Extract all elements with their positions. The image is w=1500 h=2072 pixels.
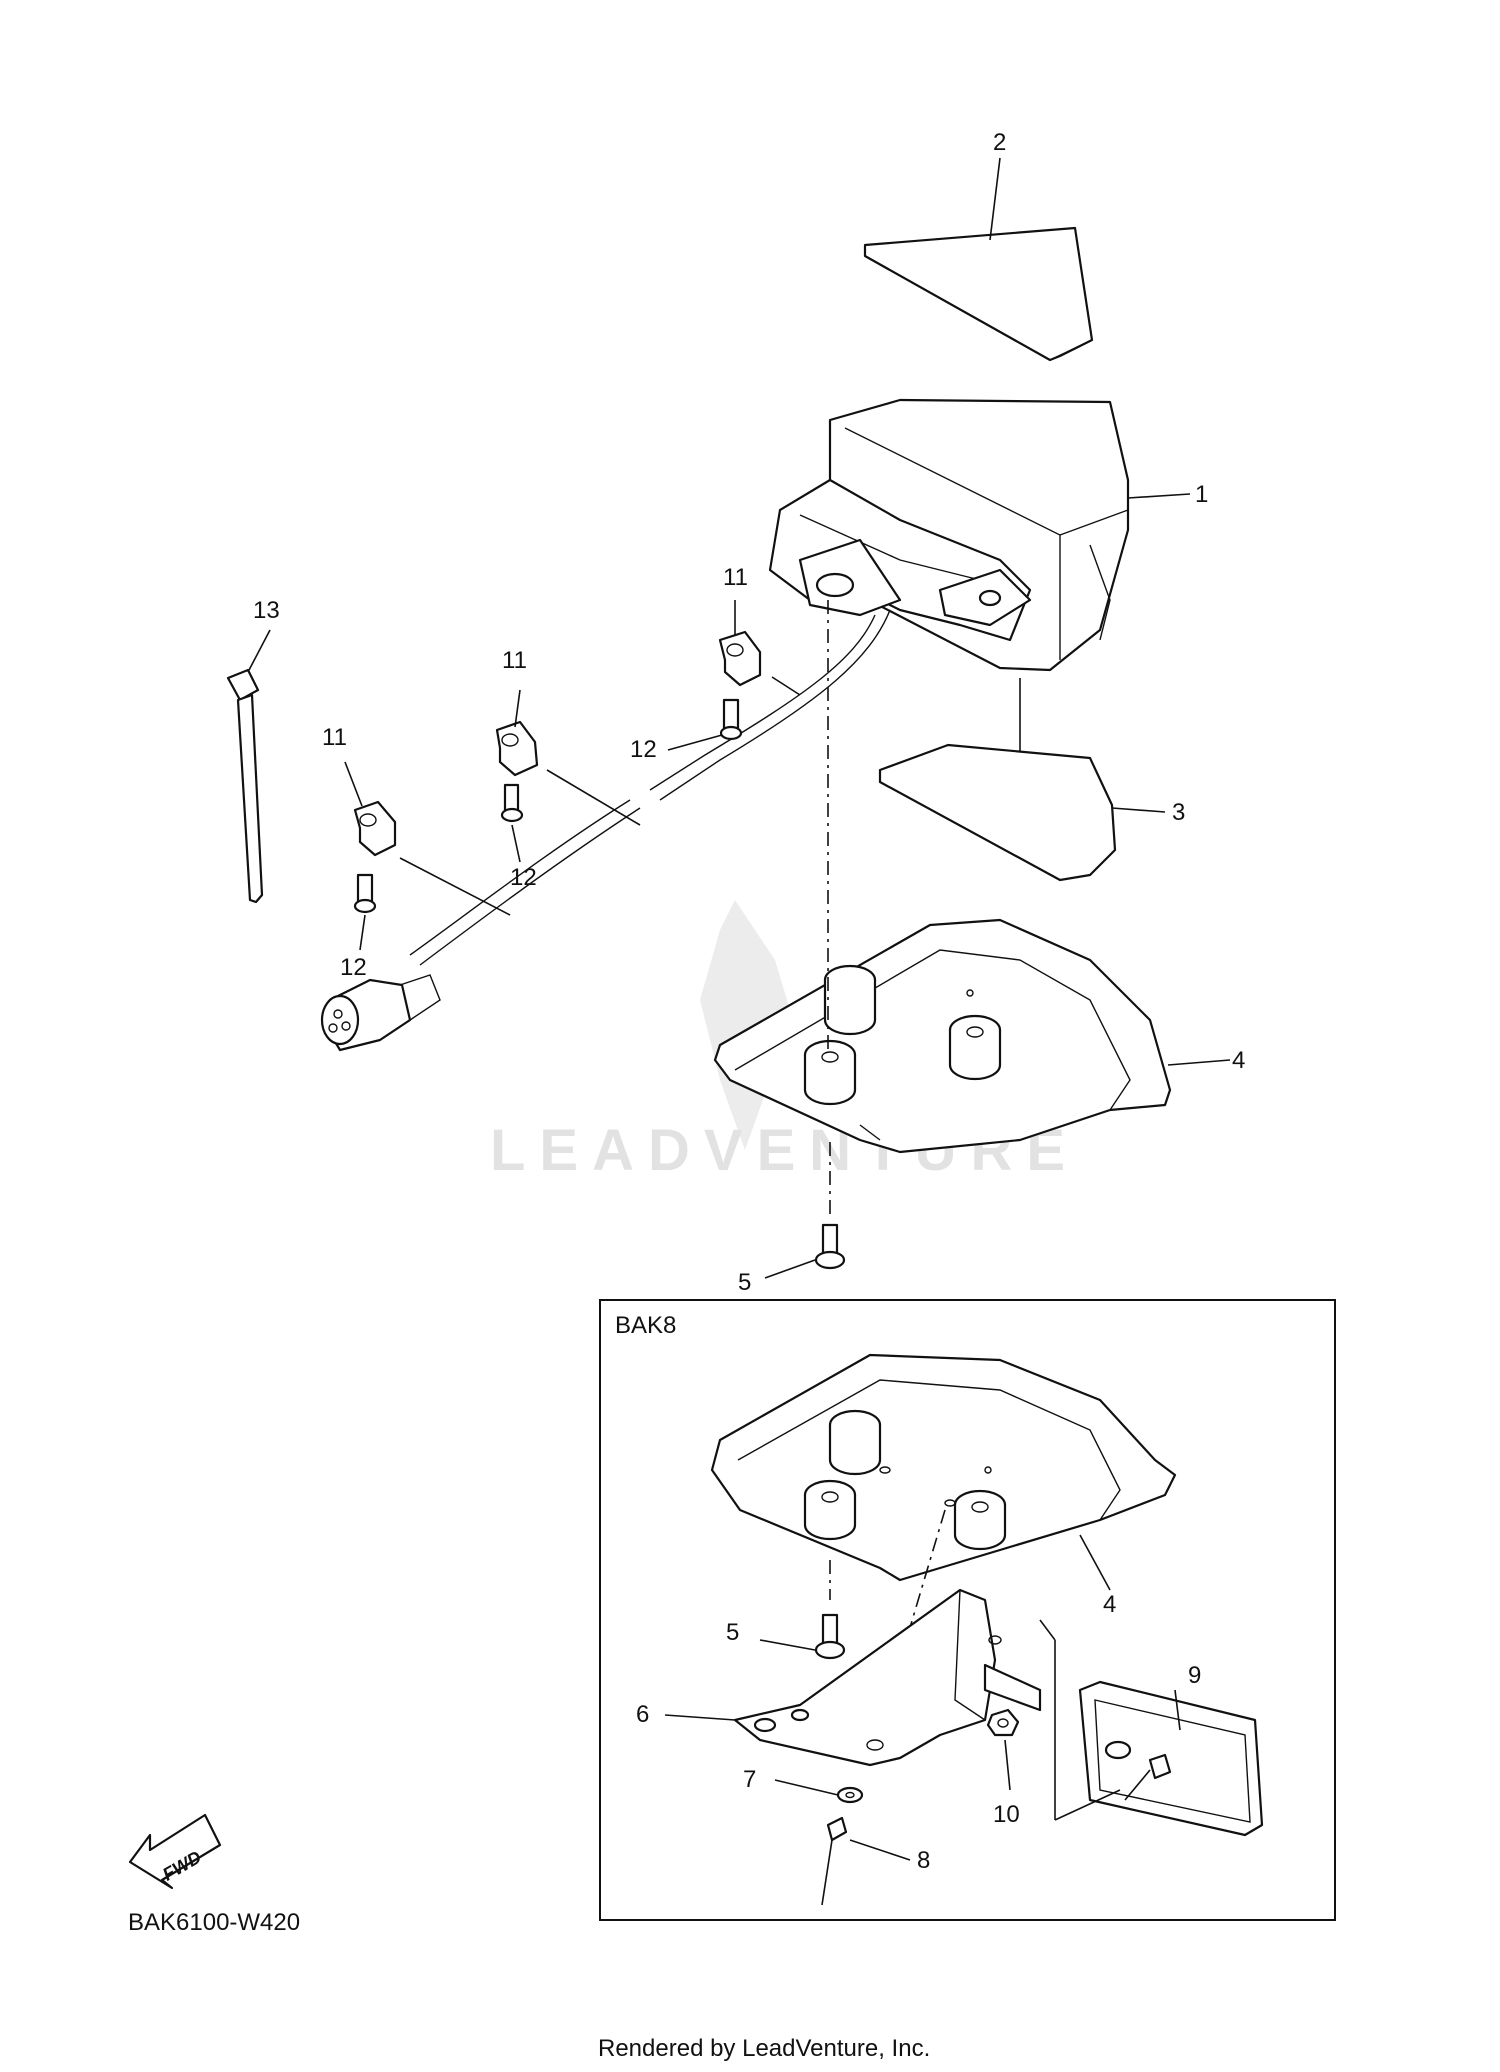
callout-1: 1 [1195,481,1208,508]
part-11-12-set-b [495,689,641,863]
callout-5b: 5 [726,1619,739,1646]
callout-11b: 11 [502,647,527,674]
variant-box-label: BAK8 [615,1312,676,1339]
watermark-flame-icon [700,900,790,1150]
callout-12b: 12 [510,864,537,891]
callout-2: 2 [993,129,1006,156]
callout-3: 3 [1172,799,1185,826]
fwd-arrow-icon: FWD [128,1813,222,1890]
part-11-12-set-c [344,761,511,951]
rendered-by-footer: Rendered by LeadVenture, Inc. [598,2035,930,2062]
part-2-plate [863,157,1094,362]
callout-7: 7 [743,1766,756,1793]
callout-8: 8 [917,1847,930,1874]
callout-12c: 12 [340,954,367,981]
part-13-cable-tie [226,629,271,904]
callout-10: 10 [993,1801,1020,1828]
part-4-base [713,600,1231,1220]
variant-box-bak8: BAK8 [599,1299,1336,1921]
callouts: 2 1 3 4 5 11 12 11 12 11 12 13 4 5 6 7 8… [253,129,1245,1874]
part-1-tail-light [768,398,1191,770]
callout-13: 13 [253,597,280,624]
callout-4: 4 [1232,1047,1245,1074]
part-3-plate [878,743,1166,882]
part-11-12-set-a [667,600,801,751]
callout-11a: 11 [723,564,748,591]
callout-4b: 4 [1103,1591,1116,1618]
callout-11c: 11 [322,724,347,751]
callout-6: 6 [636,1701,649,1728]
part-code: BAK6100-W420 [128,1909,300,1936]
callout-5: 5 [738,1269,751,1296]
wire-harness [320,609,891,1052]
part-5-screw [764,1223,846,1279]
callout-12a: 12 [630,736,657,763]
callout-9: 9 [1188,1662,1201,1689]
